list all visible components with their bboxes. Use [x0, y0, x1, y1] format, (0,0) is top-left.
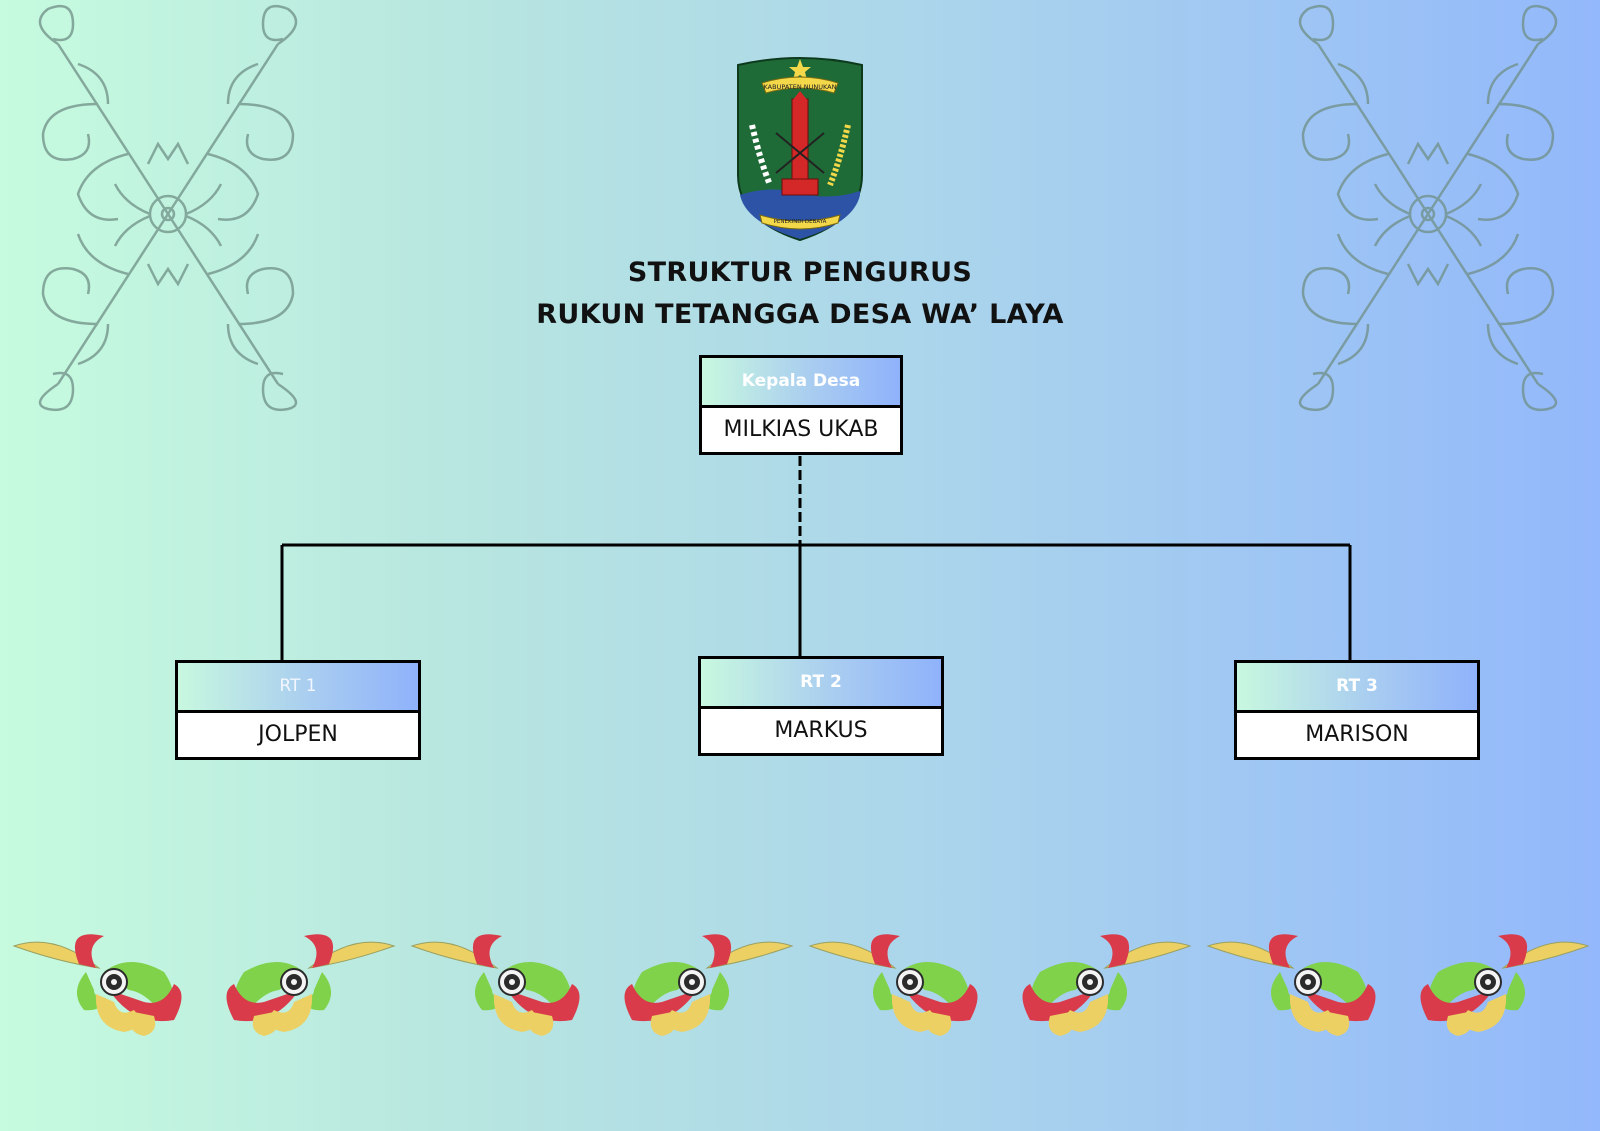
corner-ornament-right [1278, 4, 1578, 414]
node-role: RT 1 [178, 663, 418, 713]
node-kepala-desa: Kepala Desa MILKIAS UKAB [699, 355, 903, 455]
emblem-banner-top: KABUPATEN NUNUKAN [764, 83, 837, 91]
emblem: KABUPATEN NUNUKAN PENEKINDI DEBAYA [730, 55, 870, 245]
bottom-decorative-border [13, 933, 1600, 1037]
node-role: RT 3 [1237, 663, 1477, 713]
dayak-flower-icon [625, 934, 793, 1036]
node-name: JOLPEN [178, 713, 418, 757]
node-name: MILKIAS UKAB [702, 408, 900, 452]
page-title-line-2: RUKUN TETANGGA DESA WA’ LAYA [536, 299, 1064, 330]
dayak-flower-icon [809, 933, 979, 1037]
dayak-pattern-icon [38, 4, 298, 412]
dayak-flower-icon [1421, 934, 1589, 1036]
dayak-pattern-icon [1298, 4, 1558, 412]
dayak-flower-icon [1207, 933, 1377, 1037]
node-rt-1: RT 1 JOLPEN [175, 660, 421, 760]
node-name: MARISON [1237, 713, 1477, 757]
dayak-flower-icon [411, 933, 581, 1037]
node-role: Kepala Desa [702, 358, 900, 408]
emblem-banner-bottom: PENEKINDI DEBAYA [774, 219, 827, 225]
node-name: MARKUS [701, 709, 941, 753]
dayak-flower-icon [227, 934, 395, 1036]
node-rt-3: RT 3 MARISON [1234, 660, 1480, 760]
dayak-flower-icon [1023, 934, 1191, 1036]
node-role: RT 2 [701, 659, 941, 709]
page-title-line-1: STRUKTUR PENGURUS [627, 257, 973, 288]
dayak-flower-icon [13, 933, 183, 1037]
corner-ornament-left [18, 4, 318, 414]
kabupaten-nunukan-emblem-icon: KABUPATEN NUNUKAN PENEKINDI DEBAYA [737, 57, 863, 242]
node-rt-2: RT 2 MARKUS [698, 656, 944, 756]
